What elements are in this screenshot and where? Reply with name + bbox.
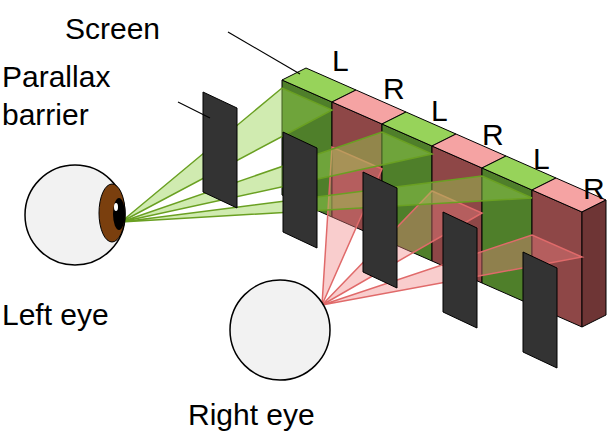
eye-label: Left eye [2,298,109,332]
light-rays [121,88,582,305]
right-eye [230,280,330,380]
screen-side [582,200,606,327]
left-eye [25,165,125,265]
pixel-letter: L [332,44,349,78]
pixel-letter: L [431,94,448,128]
barrier-slab [443,212,477,328]
barrier-label: Parallax barrier [2,58,152,134]
pixel-letter: L [533,142,550,176]
pixel-letter: R [583,172,605,206]
barrier-slab [283,132,317,248]
left-ray [121,176,532,222]
leader-line [178,102,210,118]
leader-line [228,32,300,74]
screen-label: Screen [65,12,160,46]
barrier-slab [203,92,237,208]
barrier-slab [363,172,397,288]
barrier-slab [523,252,557,368]
pixel-letter: R [383,72,405,106]
pixel-letter: R [482,118,504,152]
eye-label: Right eye [188,398,315,432]
